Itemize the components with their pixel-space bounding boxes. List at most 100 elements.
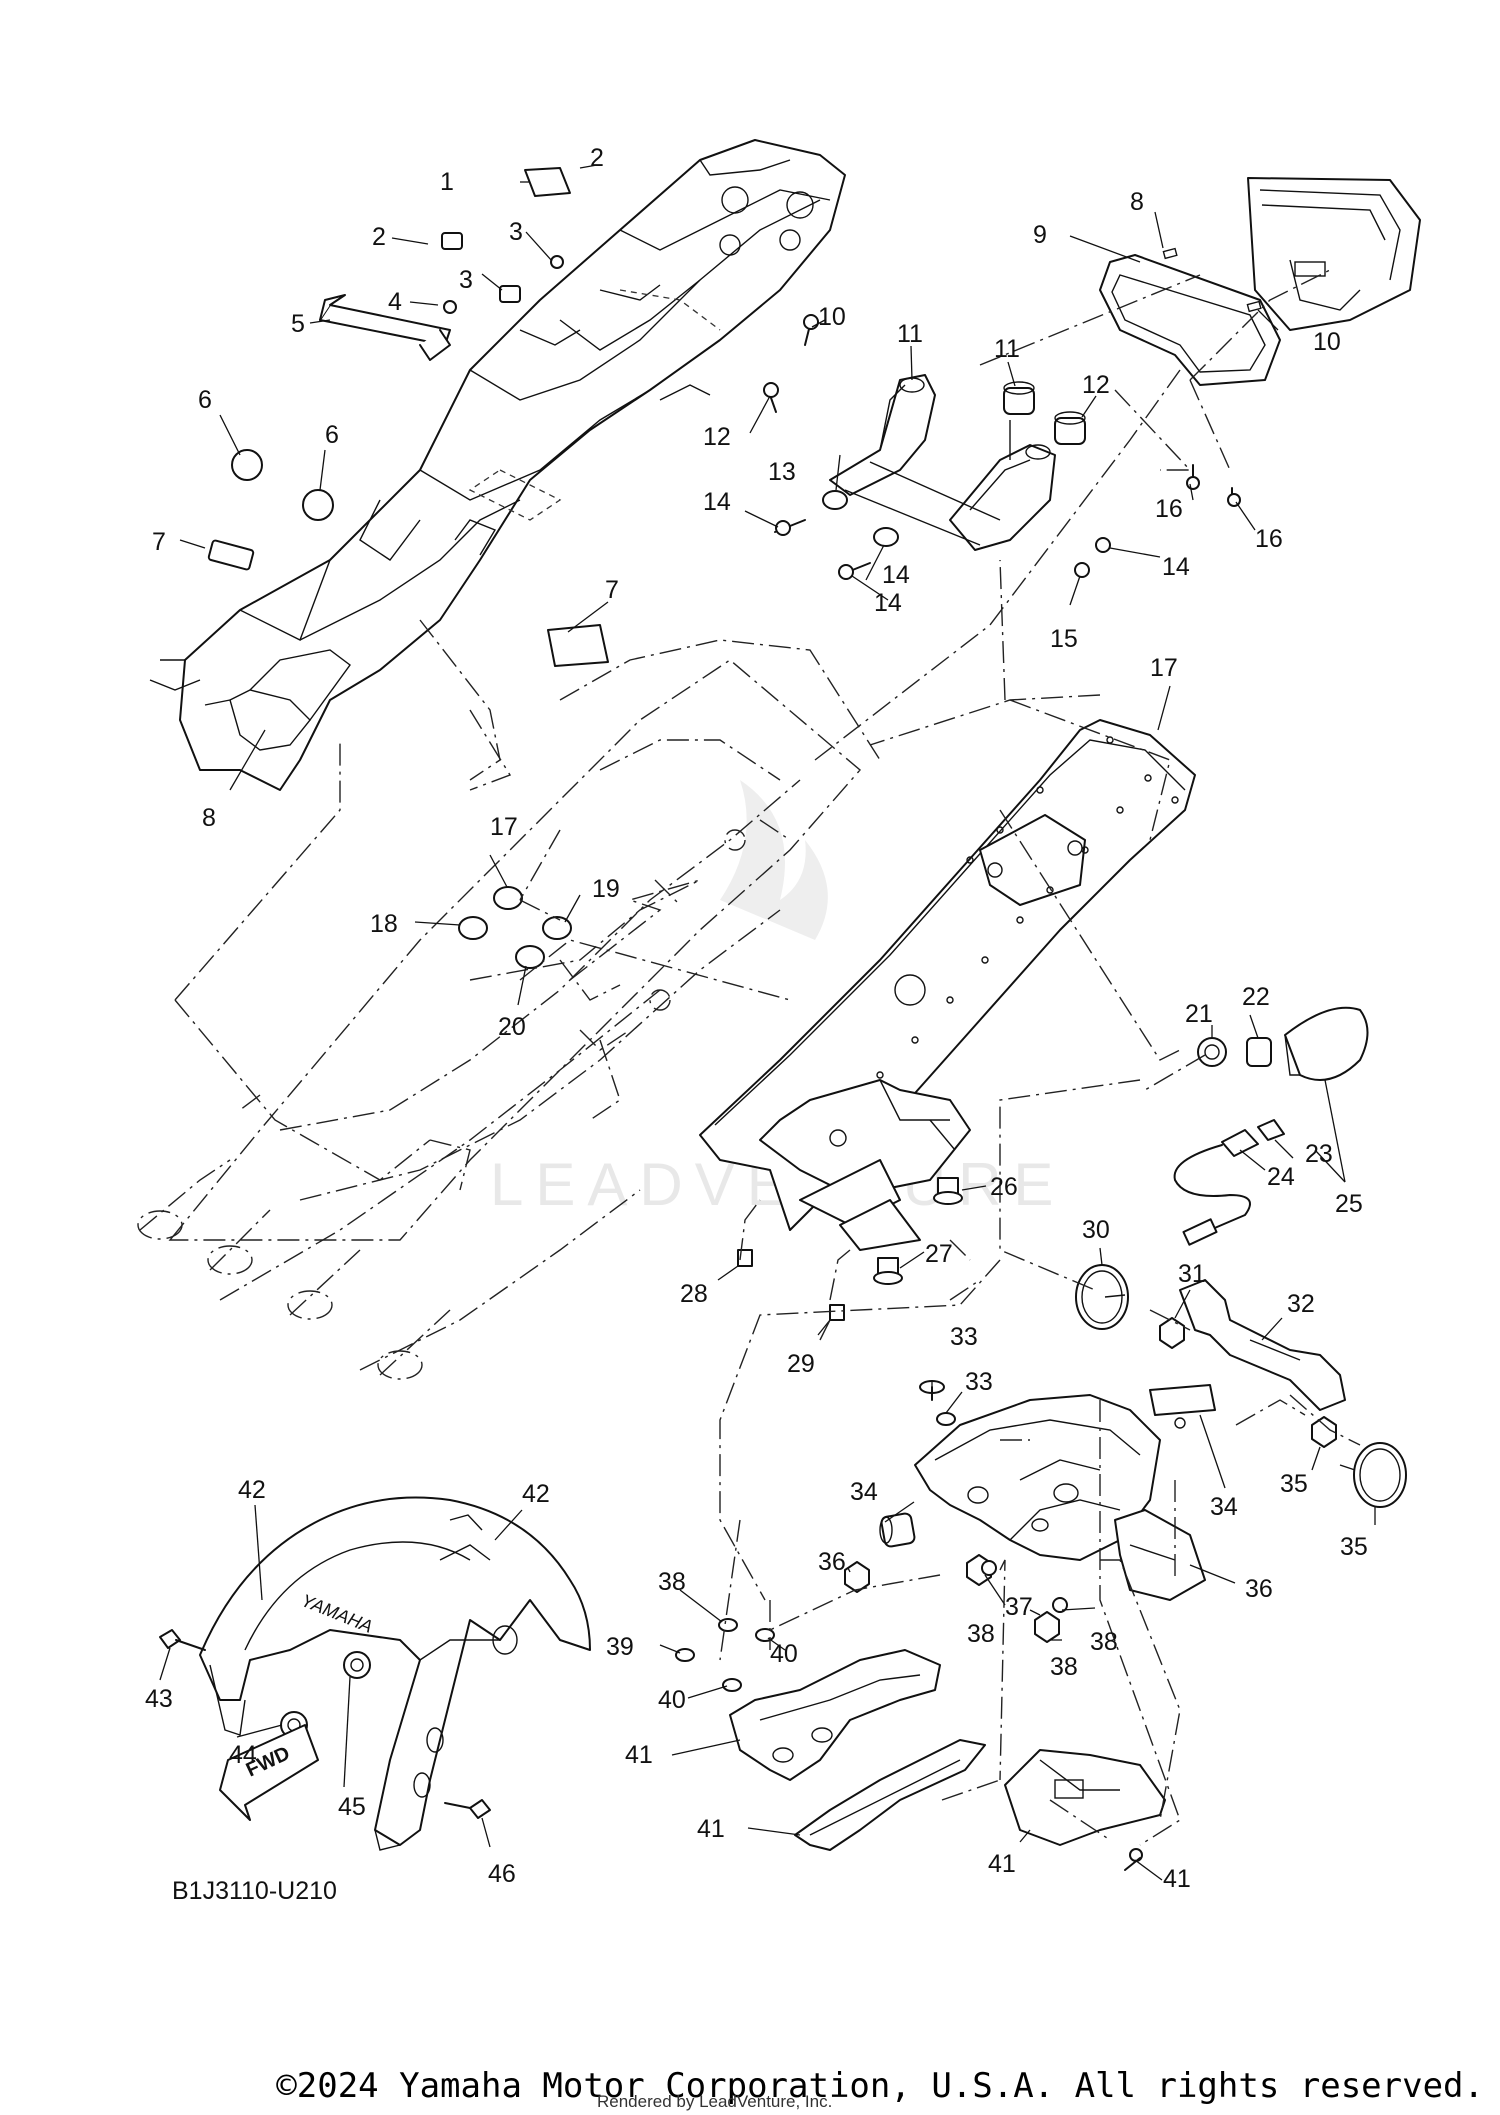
callout-34: 38 bbox=[1090, 1628, 1118, 1656]
callout-32: 34 bbox=[850, 1478, 878, 1506]
callout-38: 19 bbox=[592, 875, 620, 903]
callout-17: 16 bbox=[1255, 525, 1283, 553]
rear-frame bbox=[137, 639, 881, 1380]
callout-18: 36 bbox=[1245, 1575, 1273, 1603]
callout-43: 7 bbox=[605, 576, 619, 604]
callout-35: 35 bbox=[1340, 1533, 1368, 1561]
callout-3: 43 bbox=[145, 1685, 173, 1713]
tail-light-gasket bbox=[1099, 247, 1281, 386]
callout-3: 46 bbox=[488, 1860, 516, 1888]
callout-41: 40 bbox=[770, 1640, 798, 1668]
assembly-lines bbox=[174, 269, 1361, 1846]
leader-lines bbox=[159, 164, 1376, 1881]
diagram-code: B1J3110-U210 bbox=[172, 1877, 337, 1905]
callout-14: 14 bbox=[1162, 553, 1190, 581]
copyright-notice: ©2024 Yamaha Motor Corporation, U.S.A. A… bbox=[276, 2066, 1484, 2106]
license-bracket-lower bbox=[1004, 1749, 1166, 1871]
turn-signal bbox=[1173, 1006, 1369, 1246]
callout-6: 3 bbox=[459, 266, 473, 294]
stay bbox=[319, 294, 451, 361]
callout-28: 41 bbox=[625, 1741, 653, 1769]
callout-13: 11 bbox=[897, 320, 923, 348]
callout-45: 1 bbox=[440, 168, 454, 196]
reflectors bbox=[1075, 1264, 1407, 1508]
callout-42: 28 bbox=[680, 1280, 708, 1308]
front-fender: YAMAHA bbox=[199, 1496, 591, 1851]
callout-8: 4 bbox=[388, 288, 402, 316]
callout-15: 9 bbox=[1033, 221, 1047, 249]
fasteners bbox=[207, 232, 1241, 580]
callout-20: 33 bbox=[950, 1323, 978, 1351]
callout-25: 23 bbox=[1305, 1140, 1333, 1168]
callout-10: 11 bbox=[994, 335, 1020, 363]
callout-12: 14 bbox=[703, 488, 731, 516]
callout-33: 38 bbox=[1050, 1653, 1078, 1681]
callout-23: 25 bbox=[1335, 1190, 1363, 1218]
callout-38: 17 bbox=[490, 813, 518, 841]
lower-brackets bbox=[675, 1618, 986, 1851]
callouts: 1 2 2 3 3 4 5 6 6 7 7 8 8 9 10 10 11 11 … bbox=[145, 144, 1368, 1893]
callout-4: 8 bbox=[202, 804, 216, 832]
callout-21: 34 bbox=[1210, 1493, 1238, 1521]
callout-30: 41 bbox=[988, 1850, 1016, 1878]
callout-33: 38 bbox=[967, 1620, 995, 1648]
nuts bbox=[1159, 1317, 1337, 1448]
callout-46: 42 bbox=[238, 1476, 266, 1504]
callout-40: 26 bbox=[990, 1173, 1018, 1201]
callout-38: 18 bbox=[370, 910, 398, 938]
dampers bbox=[844, 1380, 1068, 1643]
callout-14: 10 bbox=[818, 303, 846, 331]
callout-1: 42 bbox=[522, 1480, 550, 1508]
callout-26: 22 bbox=[1242, 983, 1270, 1011]
callout-42: 29 bbox=[787, 1350, 815, 1378]
callout-8: 3 bbox=[509, 218, 523, 246]
callout-40: 27 bbox=[925, 1240, 953, 1268]
fwd-arrow-icon: FWD bbox=[219, 1724, 319, 1821]
callout-11: 14 bbox=[882, 561, 910, 589]
callout-41: 38 bbox=[658, 1568, 686, 1596]
labels bbox=[524, 167, 609, 667]
callout-10: 12 bbox=[1082, 371, 1110, 399]
callout-17: 16 bbox=[1155, 495, 1183, 523]
callout-36: 31 bbox=[1178, 1260, 1206, 1288]
callout-9: 5 bbox=[291, 310, 305, 338]
callout-14: 15 bbox=[1050, 625, 1078, 653]
callout-41: 40 bbox=[658, 1686, 686, 1714]
callout-5: 7 bbox=[152, 528, 166, 556]
callout-39: 17 bbox=[1150, 654, 1178, 682]
callout-29: 41 bbox=[697, 1815, 725, 1843]
callout-36: 35 bbox=[1280, 1470, 1308, 1498]
callout-2: 44 bbox=[229, 1741, 257, 1769]
callout-14: 12 bbox=[703, 423, 731, 451]
callout-41: 39 bbox=[606, 1633, 634, 1661]
callout-24: 24 bbox=[1267, 1163, 1295, 1191]
callout-11: 13 bbox=[768, 458, 796, 486]
callout-34: 37 bbox=[1005, 1593, 1033, 1621]
fender-fasteners bbox=[159, 1629, 491, 1819]
callout-38: 20 bbox=[498, 1013, 526, 1041]
callout-27: 21 bbox=[1185, 1000, 1213, 1028]
license-light bbox=[1149, 1384, 1216, 1429]
license-plate-bracket bbox=[914, 1394, 1206, 1601]
callout-37: 32 bbox=[1287, 1290, 1315, 1318]
tail-light-assy bbox=[1247, 177, 1421, 331]
under-tray bbox=[699, 719, 1196, 1251]
callout-35: 30 bbox=[1082, 1216, 1110, 1244]
callout-44: 2 bbox=[590, 144, 604, 172]
callout-16: 10 bbox=[1313, 328, 1341, 356]
brackets bbox=[829, 374, 1056, 551]
callout-16: 8 bbox=[1130, 188, 1144, 216]
callout-12: 14 bbox=[874, 589, 902, 617]
reflector-bracket bbox=[1179, 1279, 1346, 1411]
callout-22: 36 bbox=[818, 1548, 846, 1576]
callout-6: 2 bbox=[372, 223, 386, 251]
under-tray-bolts bbox=[737, 1177, 963, 1321]
callout-19: 33 bbox=[965, 1368, 993, 1396]
rendered-by: Rendered by LeadVenture, Inc. bbox=[597, 2092, 833, 2111]
callout-31: 41 bbox=[1163, 1865, 1191, 1893]
callout-2: 45 bbox=[338, 1793, 366, 1821]
rear-inner-fender bbox=[149, 139, 846, 791]
callout-7: 6 bbox=[198, 386, 212, 414]
frame-grommets bbox=[458, 886, 572, 969]
